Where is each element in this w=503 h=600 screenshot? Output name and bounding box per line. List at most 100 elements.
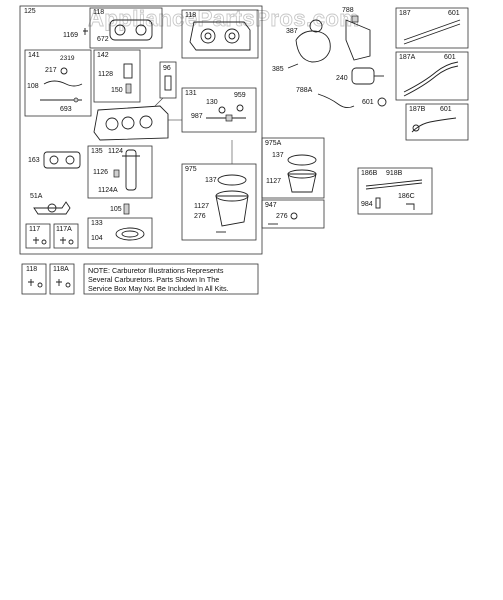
fuel-line-187-icon (403, 19, 461, 41)
part-117A-icon (60, 237, 66, 244)
part-693-icon (73, 97, 79, 103)
part-240-label: 240 (336, 75, 348, 82)
kit-131-label: 131 (185, 90, 197, 97)
kit-975-box (181, 163, 257, 241)
kit-118A-bottom-box (49, 263, 75, 295)
carb-port-inner-icon (204, 32, 212, 40)
kit-186B-label: 186B (361, 170, 378, 177)
part-104-icon (115, 227, 145, 241)
kit-947-box (261, 199, 325, 229)
kit-117-group[interactable]: 117 (25, 223, 51, 249)
fuel-line-186B-icon (365, 182, 423, 190)
part-987-label: 987 (191, 113, 203, 120)
gasket-hole-icon (114, 24, 126, 36)
part-1128-icon (123, 63, 133, 79)
part-240-icon (351, 67, 375, 85)
part-1169-label: 1169 (63, 32, 78, 39)
part-163-group[interactable]: 163 (28, 151, 81, 169)
part-959-label: 959 (234, 92, 246, 99)
part-186C-label: 186C (398, 193, 415, 200)
part-984-icon (375, 197, 381, 209)
fuel-line-186B-icon (365, 179, 423, 187)
fuel-filter-group[interactable]: 240 (336, 67, 384, 85)
part-108-label: 108 (27, 83, 39, 90)
part-137-ring-icon (217, 174, 247, 186)
kit-142-group[interactable]: 142 1128 150 (93, 49, 141, 103)
part-118-icon (28, 279, 34, 286)
carb-main-body-group (93, 97, 182, 141)
part-130-label: 130 (206, 99, 218, 106)
kit-135-group[interactable]: 135 1124 1126 1124A (87, 145, 153, 199)
part-118-washer-icon (37, 282, 43, 288)
kit-975A-box (261, 137, 325, 199)
part-163-label: 163 (28, 157, 40, 164)
carb-bore-icon (139, 115, 153, 129)
carb-body-top-group: 118 (181, 9, 259, 59)
part-276-icon (290, 212, 298, 220)
kit-118-group[interactable]: 118 672 (89, 7, 163, 49)
part-276-label: 276 (276, 213, 288, 220)
part-788A-wire-icon (317, 93, 355, 109)
part-601-label: 601 (444, 54, 456, 61)
carb-body-icon (189, 21, 251, 51)
kit-118-bottom-group[interactable]: 118 (21, 263, 47, 295)
part-105-icon (123, 203, 130, 215)
part-788-connector-icon (351, 15, 359, 23)
part-186C-icon (406, 203, 415, 210)
part-118A-icon (56, 279, 62, 286)
part-601-label: 601 (448, 10, 460, 17)
kit-117A-group[interactable]: 117A (53, 223, 79, 249)
kit-187B-group[interactable]: 187B 601 (405, 103, 469, 141)
kit-187-label: 187 (399, 10, 411, 17)
kit-131-box (181, 87, 257, 133)
part-788-icon (345, 19, 371, 61)
part-130-icon (218, 106, 226, 114)
kit-141-box (24, 49, 92, 117)
kit-96-group[interactable]: 96 (159, 61, 177, 99)
note-box (83, 263, 259, 295)
part-51A-icon (33, 201, 71, 215)
kit-118A-bottom-label: 118A (53, 266, 69, 273)
kit-133-label: 133 (91, 220, 103, 227)
part-51A-group[interactable]: 51A (30, 193, 71, 215)
fuel-line-187A-icon (403, 65, 459, 97)
kit-142-label: 142 (97, 52, 109, 59)
kit-187-box (395, 7, 469, 49)
part-601-clamp-icon (377, 97, 387, 107)
part-150-icon (125, 83, 132, 94)
part-788A-group[interactable]: 788A (296, 87, 355, 109)
part-387-cap-icon (309, 19, 323, 33)
part-693-label: 693 (60, 106, 72, 113)
kit-186B-group[interactable]: 186B 918B 984 186C (357, 167, 433, 215)
kit-975A-group[interactable]: 975A 137 1127 (261, 137, 325, 199)
kit-118-bottom-box (21, 263, 47, 295)
kit-118A-bottom-group[interactable]: 118A (49, 263, 75, 295)
fuel-pump-group[interactable]: 387 788 385 (272, 7, 371, 73)
note-line-2: Several Carburetors. Parts Shown In The (88, 275, 219, 284)
part-51A-hole-icon (47, 203, 57, 213)
kit-141-group[interactable]: 141 2319 217 108 693 (24, 49, 92, 117)
part-217-label: 217 (45, 67, 57, 74)
kit-131-group[interactable]: 131 130 959 987 (181, 87, 257, 133)
kit-141-label: 141 (28, 52, 40, 59)
kit-975-group[interactable]: 975 137 1127 276 (181, 140, 257, 241)
carb-bore-icon (121, 116, 135, 130)
kit-133-group[interactable]: 133 104 (87, 217, 153, 249)
leader-line (154, 97, 164, 107)
carb-port-icon (224, 28, 240, 44)
kit-187-group[interactable]: 187 601 (395, 7, 469, 49)
part-1124-label: 1124 (108, 148, 123, 155)
part-385-icon (287, 63, 299, 69)
part-118A-washer-icon (65, 282, 71, 288)
part-387-icon (295, 30, 331, 63)
part-105-label: 105 (110, 206, 122, 213)
carb-top-label: 118 (185, 12, 196, 19)
kit-187A-group[interactable]: 187A 601 (395, 51, 469, 101)
part-117-icon (33, 237, 39, 244)
fuel-line-187B-icon (411, 117, 457, 133)
part-104-label: 104 (91, 235, 103, 242)
note-line-1: NOTE: Carburetor Illustrations Represent… (88, 266, 224, 275)
kit-947-group[interactable]: 947 276 (261, 199, 325, 229)
note-line-3: Service Box May Not Be Included In All K… (88, 284, 229, 293)
